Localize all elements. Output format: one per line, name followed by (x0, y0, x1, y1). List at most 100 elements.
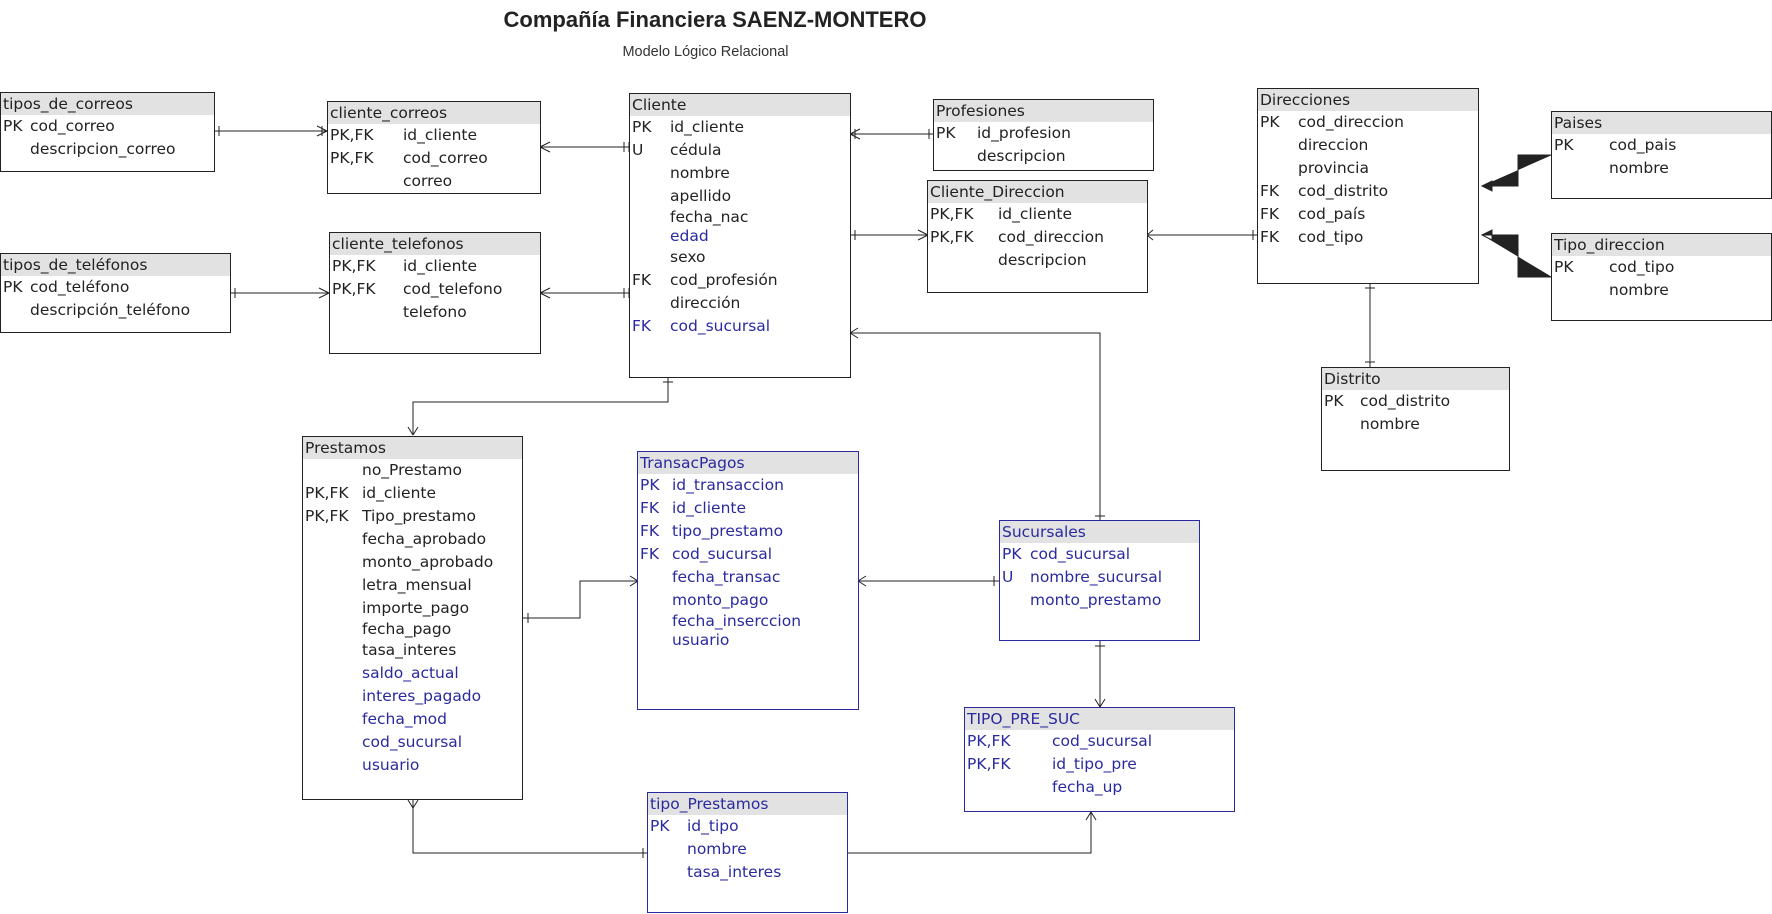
rel-telefonos (230, 287, 330, 299)
entity-row: descripcion (998, 251, 1087, 269)
entity-row: sexo (670, 248, 706, 266)
entity-name: tipo_Prestamos (648, 793, 847, 815)
rel-cliente-correos (539, 141, 630, 153)
diagram-subtitle: Modelo Lógico Relacional (622, 44, 789, 60)
rel-prestamos-tipo (407, 799, 648, 858)
rel-paises (1480, 154, 1552, 192)
rel-tipo-pre-suc (1094, 641, 1106, 708)
entity-row: fecha_mod (362, 710, 448, 728)
entity-row: monto_aprobado (362, 553, 494, 571)
entity-row: fecha_transac (672, 568, 781, 586)
entity-row: provincia (1298, 159, 1369, 177)
entity-name: TransacPagos (638, 452, 858, 474)
entity-row: monto_prestamo (1030, 591, 1162, 609)
entity-row: apellido (670, 187, 732, 205)
entity-name: Profesiones (934, 100, 1153, 122)
rel-correos (214, 125, 328, 137)
entity-row: nombre (670, 164, 730, 182)
entity-name: tipos_de_correos (1, 93, 214, 115)
entity-row: telefono (403, 303, 467, 321)
rel-sucursales (849, 327, 1105, 520)
entity-row: importe_pago (362, 599, 470, 617)
entity-name: Cliente_Direccion (928, 181, 1147, 203)
rel-tipo-prestamos-suc (848, 811, 1097, 854)
entity-name: Sucursales (1000, 521, 1199, 543)
entity-row: dirección (670, 294, 741, 312)
entity-row: nombre (1609, 281, 1669, 299)
rel-tipo-direccion (1480, 229, 1552, 278)
entity-name: TIPO_PRE_SUC (965, 708, 1234, 730)
entity-row: fecha_inserccion (672, 612, 802, 630)
entity-row: usuario (672, 631, 730, 649)
rel-prestamos (407, 377, 673, 436)
entity-row: no_Prestamo (362, 461, 462, 479)
rel-transac-sucursales (857, 575, 999, 587)
entity-row: descripcion_correo (30, 140, 176, 158)
entity-name: Prestamos (303, 437, 522, 459)
entity-row: fecha_nac (670, 208, 749, 226)
entity-row: tasa_interes (362, 641, 457, 659)
rel-distrito (1365, 282, 1375, 367)
entity-row: fecha_pago (362, 620, 452, 638)
rel-cliente-direccion (850, 229, 929, 241)
entity-row: descripcion (977, 147, 1066, 165)
entity-row: monto_pago (672, 591, 769, 609)
entity-row: direccion (1298, 136, 1369, 154)
entity-name: Tipo_direccion (1552, 234, 1771, 256)
entity-name: Direcciones (1258, 89, 1478, 111)
diagram-title: Compañía Financiera SAENZ-MONTERO (503, 7, 927, 32)
entity-row: fecha_up (1052, 778, 1123, 796)
entity-row: descripción_teléfono (30, 301, 191, 319)
entity-name: Cliente (630, 94, 850, 116)
entity-name: tipos_de_teléfonos (1, 254, 230, 276)
entity-row: letra_mensual (362, 576, 472, 594)
entity-row: nombre (1609, 159, 1669, 177)
entity-row: edad (670, 227, 709, 245)
entity-row: cod_sucursal (362, 733, 463, 751)
entity-name: cliente_telefonos (330, 233, 540, 255)
entity-row: nombre (1360, 415, 1420, 433)
